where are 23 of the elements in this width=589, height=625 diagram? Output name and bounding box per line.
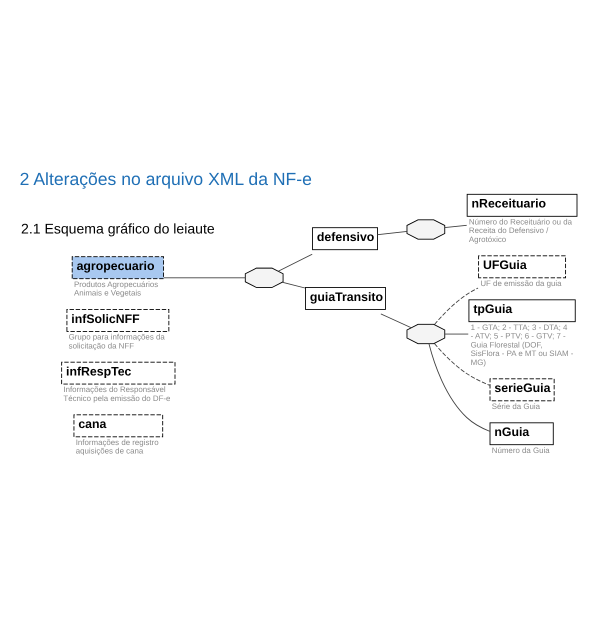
node-octagon — [406, 324, 446, 344]
connector — [434, 288, 478, 325]
connector — [278, 254, 313, 272]
connector — [377, 231, 408, 236]
diagram-title: 2 Alterações no arquivo XML da NF-e — [20, 169, 312, 190]
node-label: 1 - GTA; 2 - TTA; 3 - DTA; 4 - ATV; 5 - PTV; 6 - GTV; 7 - Guia Florestal (DOF, SisFlora - PA e MT ou SIAM - MG) — [470, 322, 574, 367]
node-label: Número da Guia — [492, 446, 550, 455]
node-label: Série da Guia — [492, 402, 540, 411]
node-label: Produtos Agropecuários Animais e Vegetais — [74, 280, 158, 298]
node-label: Informações de registro aquisições de cana — [76, 438, 159, 456]
node-octagon — [244, 268, 284, 288]
node-label: UF de emissão da guia — [480, 278, 562, 288]
label: 2.1 Esquema gráfico do leiaute — [21, 220, 215, 237]
node-octagon — [406, 219, 446, 240]
node-label: Informações do Responsável Técnico pela emissão do DF-e — [63, 385, 170, 403]
connector — [163, 277, 246, 278]
connector — [434, 343, 490, 386]
connector — [282, 282, 306, 288]
connector — [428, 343, 490, 432]
connector — [380, 313, 412, 328]
connector — [444, 224, 468, 228]
node-label: Grupo para informações da solicitação da NFF — [68, 332, 165, 350]
node-label: Número do Receituário ou da Receita do Defensivo / Agrotóxico — [468, 217, 572, 244]
